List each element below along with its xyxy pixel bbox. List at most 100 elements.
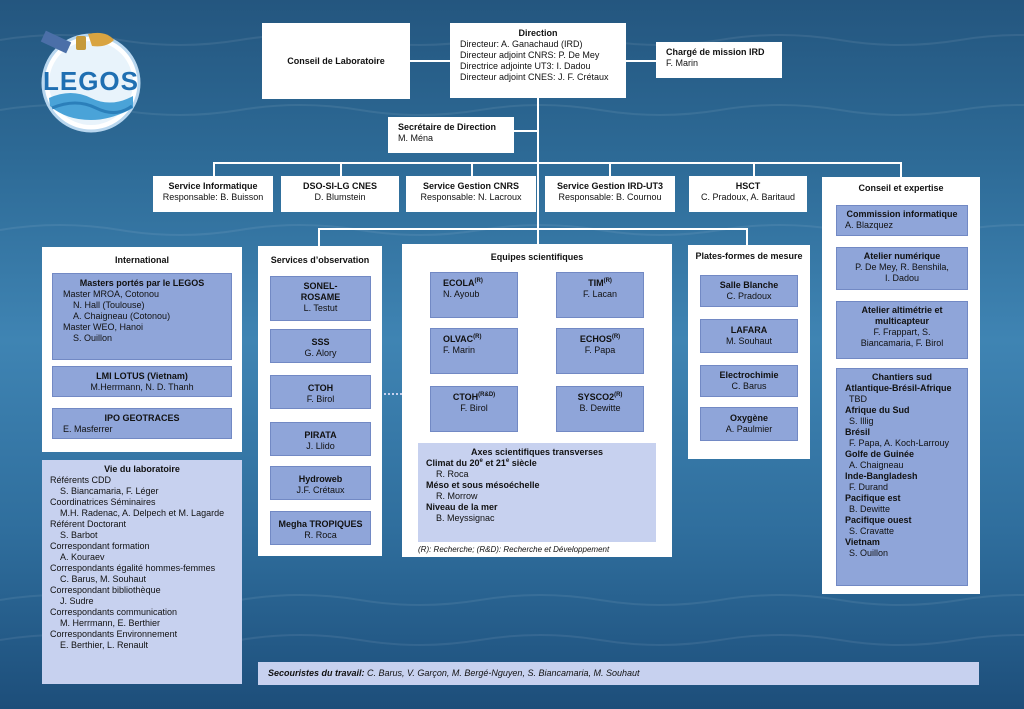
chantier-name: F. Papa, A. Koch-Larrouy bbox=[849, 438, 950, 448]
observation-item-name: R. Roca bbox=[304, 530, 337, 540]
observation-item: PIRATA J. Llido bbox=[270, 422, 371, 456]
connector-line bbox=[410, 60, 450, 62]
axe-title: Climat du 20e et 21e siècle bbox=[426, 458, 537, 468]
connector-line bbox=[318, 228, 320, 246]
conseil-laboratoire-box: Conseil de Laboratoire bbox=[262, 23, 410, 99]
chantier-name: S. Cravatte bbox=[849, 526, 895, 536]
team-title: ECHOS(R) bbox=[579, 334, 621, 344]
atelier-numerique-title: Atelier numérique bbox=[863, 251, 941, 261]
plate-item-title: Electrochimie bbox=[719, 370, 779, 380]
axes-box: Axes scientifiques transverses Climat du… bbox=[418, 443, 656, 542]
service-title: DSO-SI-LG CNES bbox=[302, 181, 377, 191]
plate-item-title: Salle Blanche bbox=[719, 280, 779, 290]
connector-line bbox=[537, 218, 539, 244]
team-box: ECHOS(R) F. Papa bbox=[556, 328, 644, 374]
team-title: ECOLA(R) bbox=[443, 278, 483, 288]
vie-line: M.H. Radenac, A. Delpech et M. Lagarde bbox=[60, 508, 225, 518]
secretaire-box: Secrétaire de Direction M. Ména bbox=[388, 117, 514, 153]
lmi-box: LMI LOTUS (Vietnam) M.Herrmann, N. D. Th… bbox=[52, 366, 232, 397]
observation-item: Hydroweb J.F. Crétaux bbox=[270, 466, 371, 500]
observation-item-title: Megha TROPIQUES bbox=[278, 519, 363, 529]
team-box: CTOH(R&D) F. Birol bbox=[430, 386, 518, 432]
connector-line bbox=[900, 162, 902, 178]
secouristes-bar: Secouristes du travail: C. Barus, V. Gar… bbox=[258, 662, 979, 685]
connector-line bbox=[746, 228, 748, 245]
vie-line: Correspondants communication bbox=[50, 607, 178, 617]
observation-item: CTOH F. Birol bbox=[270, 375, 371, 409]
secretaire-name: M. Ména bbox=[398, 133, 434, 143]
team-title: SYSCO2(R) bbox=[577, 392, 623, 402]
connector-line bbox=[213, 162, 902, 164]
chantier-title: Golfe de Guinée bbox=[845, 449, 915, 459]
international-title: International bbox=[114, 255, 169, 265]
secouristes-names: C. Barus, V. Garçon, M. Bergé-Nguyen, S.… bbox=[364, 668, 640, 678]
service-box: Service Informatique Responsable: B. Bui… bbox=[153, 176, 273, 212]
ipo-name: E. Masferrer bbox=[63, 424, 113, 434]
observation-item-name: J. Llido bbox=[306, 441, 335, 451]
connector-line bbox=[471, 162, 473, 176]
connector-line bbox=[609, 162, 611, 176]
secretaire-title: Secrétaire de Direction bbox=[398, 122, 497, 132]
vie-line: E. Berthier, L. Renault bbox=[60, 640, 149, 650]
vie-line: S. Biancamaria, F. Léger bbox=[60, 486, 159, 496]
masters-line: N. Hall (Toulouse) bbox=[73, 300, 145, 310]
atelier-numerique-line: I. Dadou bbox=[884, 273, 920, 283]
secouristes-label: Secouristes du travail: bbox=[268, 668, 365, 678]
axe-title: Méso et sous mésoéchelle bbox=[426, 480, 540, 490]
team-name: B. Dewitte bbox=[579, 403, 621, 413]
connector-line bbox=[213, 162, 215, 176]
vie-line: J. Sudre bbox=[60, 596, 94, 606]
axe-title: Niveau de la mer bbox=[426, 502, 498, 512]
masters-line: Master MROA, Cotonou bbox=[63, 289, 160, 299]
masters-line: A. Chaigneau (Cotonou) bbox=[73, 311, 171, 321]
atelier-altimetrie-title: Atelier altimétrie et multicapteur bbox=[861, 305, 943, 326]
chantier-name: A. Chaigneau bbox=[849, 460, 904, 470]
observation-item-title: Hydroweb bbox=[298, 474, 343, 484]
plate-item-name: C. Barus bbox=[731, 381, 767, 391]
plate-item-title: LAFARA bbox=[730, 325, 768, 335]
team-name: F. Marin bbox=[443, 345, 476, 355]
team-name: F. Papa bbox=[584, 345, 616, 355]
team-title: OLVAC(R) bbox=[443, 334, 482, 344]
ipo-box: IPO GEOTRACES E. Masferrer bbox=[52, 408, 232, 439]
chantier-name: B. Dewitte bbox=[849, 504, 891, 514]
observation-item-title: CTOH bbox=[307, 383, 334, 393]
connector-line bbox=[318, 228, 748, 230]
conseil-title: Conseil de Laboratoire bbox=[287, 55, 385, 66]
observation-item: Megha TROPIQUES R. Roca bbox=[270, 511, 371, 545]
direction-line: Directeur adjoint CNES: J. F. Crétaux bbox=[460, 72, 609, 82]
service-name: Responsable: N. Lacroux bbox=[420, 192, 522, 202]
connector-line bbox=[514, 130, 538, 132]
masters-title: Masters portés par le LEGOS bbox=[79, 278, 205, 288]
vie-line: Correspondant bibliothèque bbox=[50, 585, 161, 595]
team-name: F. Lacan bbox=[582, 289, 618, 299]
lmi-name: M.Herrmann, N. D. Thanh bbox=[90, 382, 194, 392]
chantier-title: Vietnam bbox=[845, 537, 880, 547]
axe-name: R. Roca bbox=[436, 469, 469, 479]
charge-title: Chargé de mission IRD bbox=[666, 47, 765, 57]
connector-line bbox=[537, 98, 539, 218]
team-box: TIM(R) F. Lacan bbox=[556, 272, 644, 318]
chantier-name: S. Ouillon bbox=[849, 548, 889, 558]
observation-item: SONEL-ROSAME L. Testut bbox=[270, 276, 371, 321]
vie-line: Correspondants Environnement bbox=[50, 629, 178, 639]
lmi-title: LMI LOTUS (Vietnam) bbox=[96, 371, 188, 381]
observation-title: Services d’observation bbox=[270, 255, 370, 265]
vie-line: C. Barus, M. Souhaut bbox=[60, 574, 147, 584]
masters-line: Master WEO, Hanoi bbox=[63, 322, 144, 332]
service-name: Responsable: B. Buisson bbox=[162, 192, 264, 202]
vie-line: Référent Doctorant bbox=[50, 519, 127, 529]
vie-line: M. Herrmann, E. Berthier bbox=[60, 618, 161, 628]
chantier-title: Afrique du Sud bbox=[845, 405, 910, 415]
observation-item-title: PIRATA bbox=[304, 430, 337, 440]
service-title: Service Gestion IRD-UT3 bbox=[556, 181, 664, 191]
axe-name: R. Morrow bbox=[436, 491, 478, 501]
observation-item: SSS G. Alory bbox=[270, 329, 371, 363]
chantiers-title: Chantiers sud bbox=[871, 372, 932, 382]
connector-line bbox=[340, 162, 342, 176]
conseil-expertise-title: Conseil et expertise bbox=[858, 183, 944, 193]
vie-line: Référents CDD bbox=[50, 475, 112, 485]
plates-formes-box: Plates-formes de mesure Salle Blanche C.… bbox=[688, 245, 810, 459]
plate-item-name: A. Paulmier bbox=[725, 424, 773, 434]
service-title: Service Gestion CNRS bbox=[422, 181, 520, 191]
